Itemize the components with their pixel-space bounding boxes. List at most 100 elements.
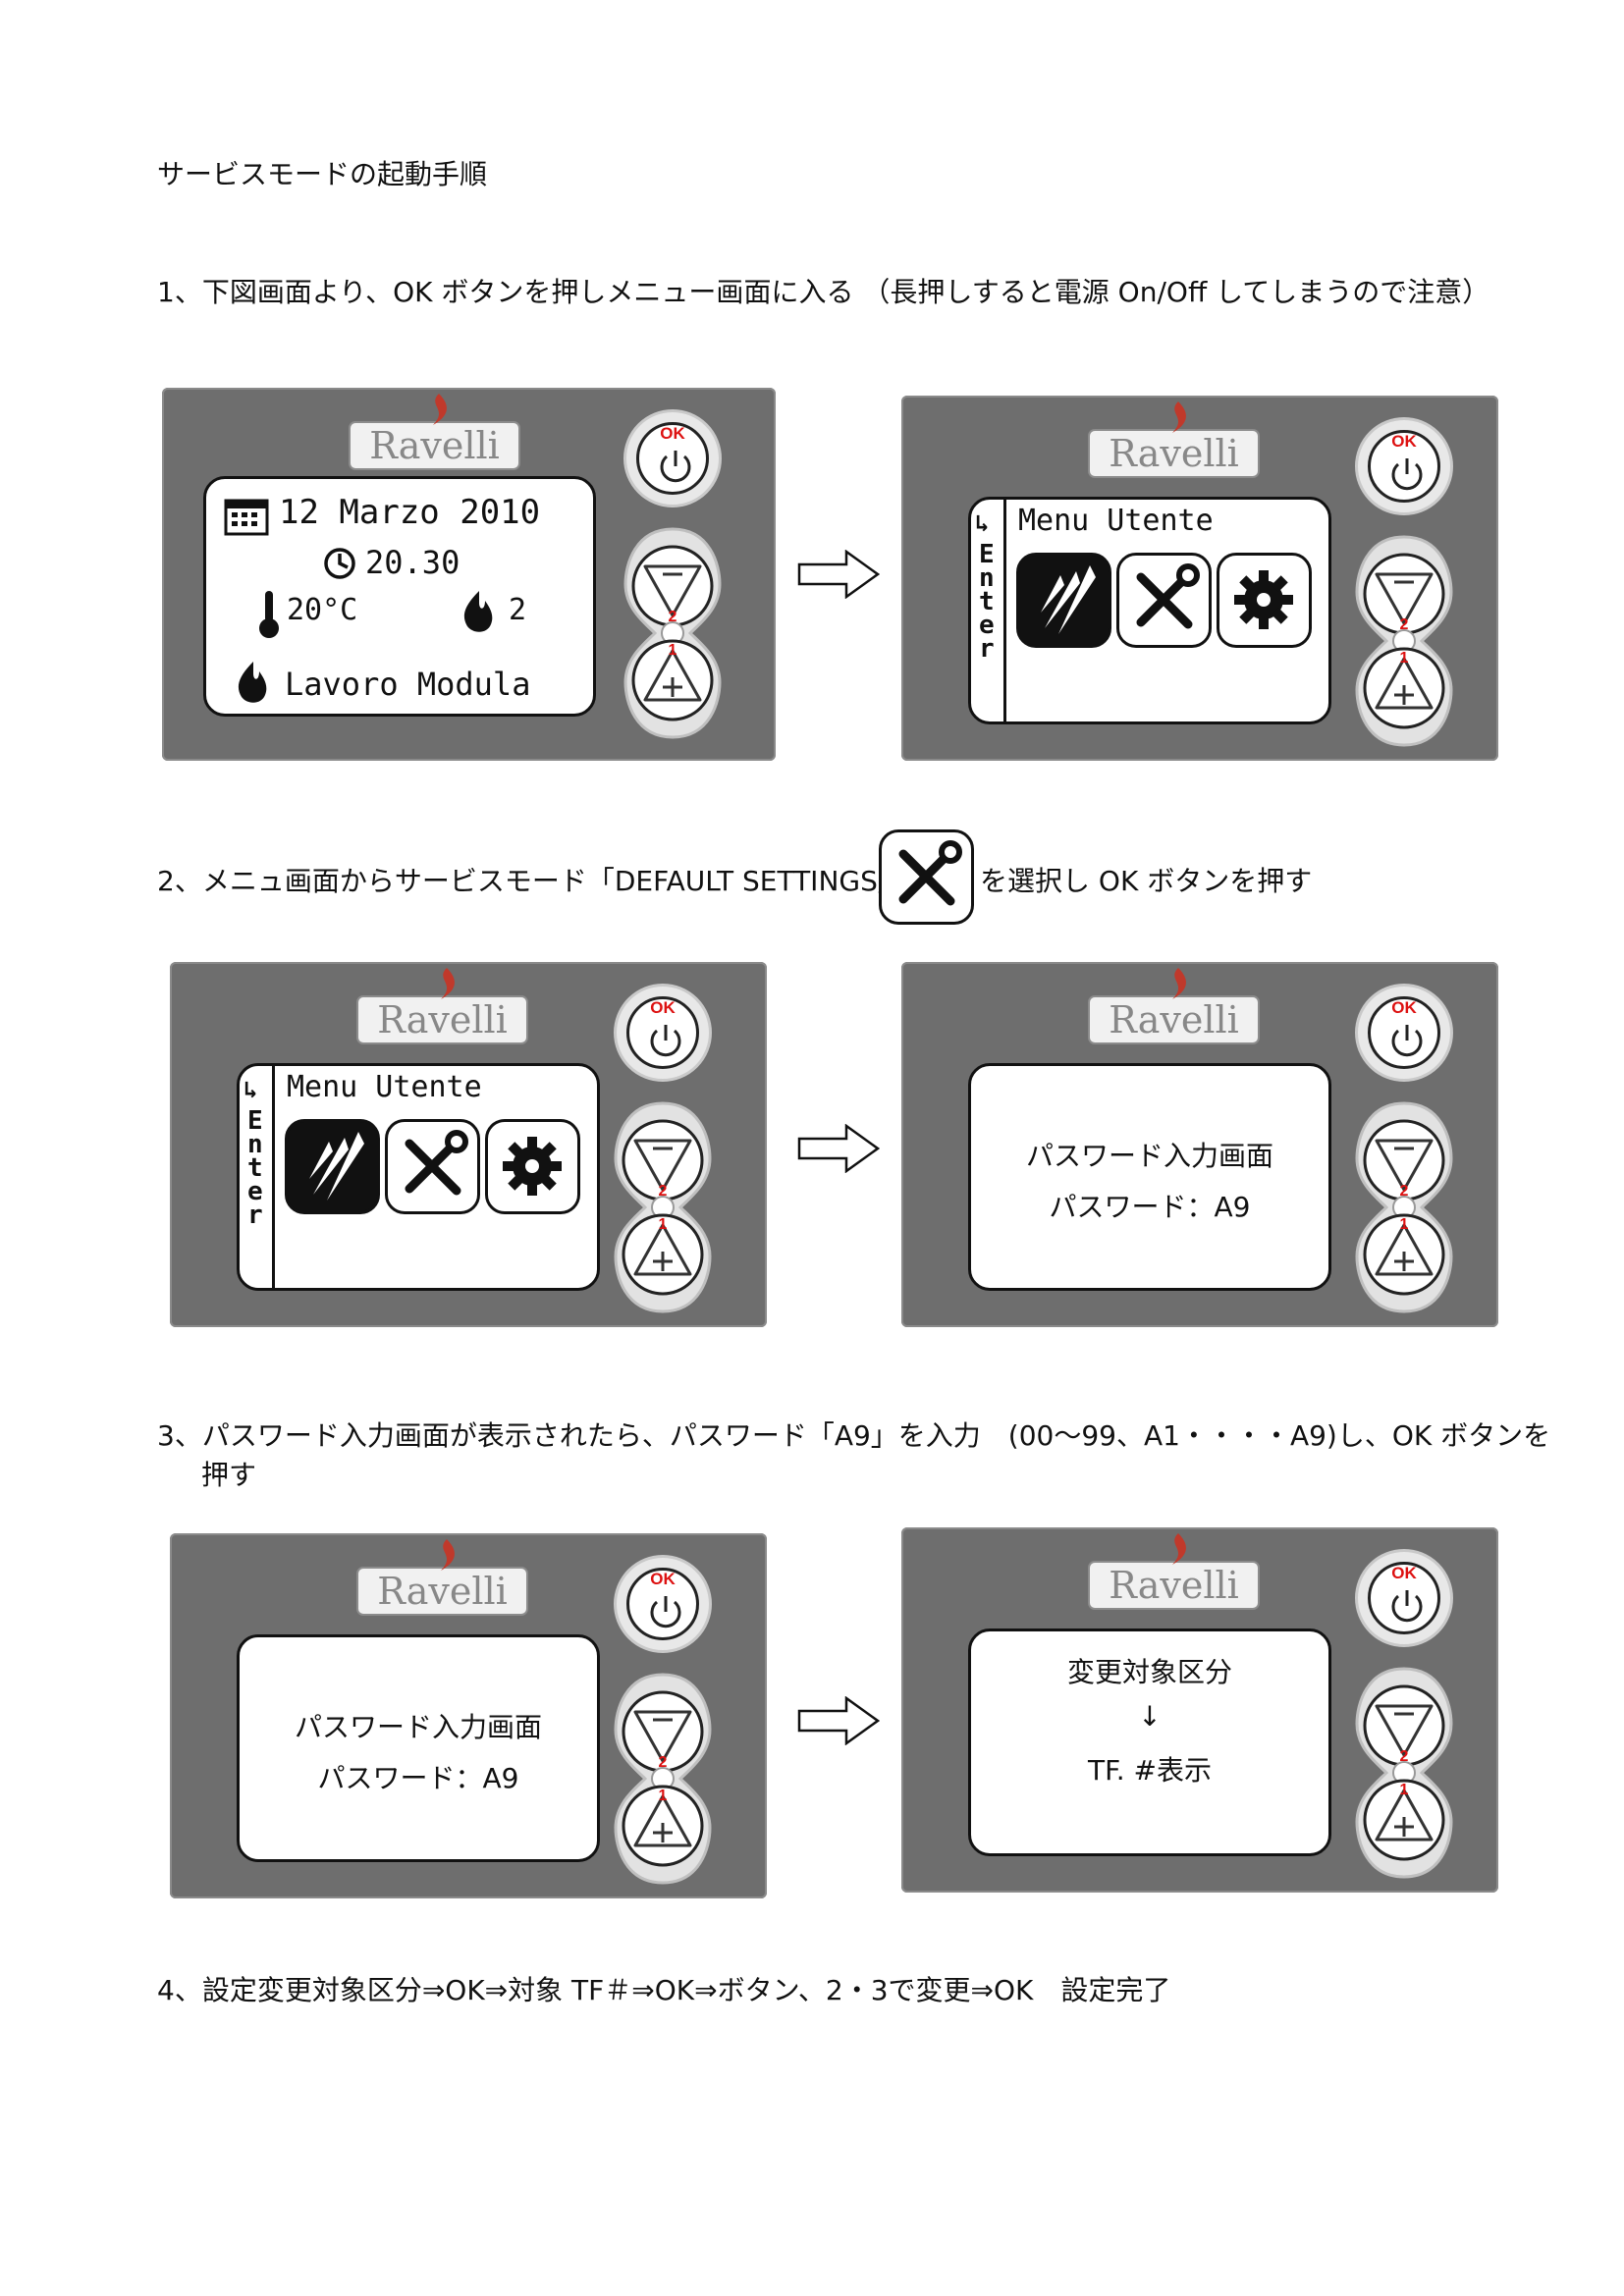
brand-logo: Ravelli — [1088, 1533, 1260, 1610]
ok-power-button[interactable]: OK — [1355, 1549, 1453, 1647]
tf-display: TF. #表示 — [1088, 1754, 1212, 1787]
brand-name: Ravelli — [1109, 1564, 1239, 1607]
step-4-text: 4、設定変更対象区分⇒OK⇒対象 TF＃⇒OK⇒ボタン、2・3で変更⇒OK 設定… — [157, 1974, 1171, 2006]
device-panel-home: Ravelli 12 Marzo 2010 20.30 20°C 2 Lavor… — [162, 388, 776, 761]
display-screen: ↳ Enter Menu Utente — [237, 1063, 600, 1291]
flame-icon — [463, 591, 493, 632]
flame-stripes-icon — [1041, 565, 1096, 634]
device-panel-password: Ravelli パスワード入力画面 パスワード：A9 OK 2 1 — [170, 1533, 767, 1898]
home-status: Lavoro Modula — [285, 666, 531, 703]
ok-label: OK — [1391, 432, 1417, 451]
doc-title: サービスモードの起動手順 — [157, 158, 488, 190]
brand-name: Ravelli — [1109, 432, 1239, 475]
clock-icon — [324, 548, 355, 579]
menu-title: Menu Utente — [287, 1070, 482, 1104]
device-panel-category: Ravelli 変更対象区分 ↓ TF. #表示 OK 2 1 — [901, 1527, 1498, 1893]
brand-logo: Ravelli — [1088, 401, 1260, 478]
device-panel-menu: Ravelli ↳ Enter Menu Utente — [901, 396, 1498, 761]
ok-label: OK — [1391, 998, 1417, 1017]
logo-flame-icon — [441, 968, 455, 999]
menu-item-settings[interactable] — [485, 1119, 580, 1214]
wrench-screwdriver-icon — [405, 1130, 468, 1196]
wrench-screwdriver-icon — [898, 840, 962, 906]
minus-plus-buttons[interactable]: 2 1 — [1353, 533, 1455, 749]
category-title: 変更対象区分 — [1066, 1656, 1232, 1688]
device-panel-menu: Ravelli ↳ Enter Menu Utente — [170, 962, 767, 1327]
menu-item-flame[interactable] — [1016, 553, 1111, 648]
power-icon — [660, 451, 691, 483]
home-time: 20.30 — [365, 544, 460, 581]
plus-number: 1 — [659, 1216, 668, 1233]
ok-power-button[interactable]: OK — [614, 1555, 712, 1653]
enter-arrow-icon: ↳ — [244, 1076, 258, 1103]
minus-number: 2 — [659, 1754, 668, 1771]
enter-arrow-icon: ↳ — [975, 509, 990, 537]
step-1-text: 1、下図画面より、OK ボタンを押しメニュー画面に入る （長押しすると電源 On… — [157, 276, 1490, 308]
logo-flame-icon — [1172, 968, 1186, 999]
minus-plus-buttons[interactable]: 2 1 — [622, 525, 724, 741]
step-3-text-line2: 押す — [201, 1459, 257, 1491]
minus-plus-buttons[interactable]: 2 1 — [612, 1099, 714, 1315]
brand-logo: Ravelli — [356, 968, 528, 1044]
right-arrow-icon — [797, 1696, 880, 1745]
ok-label: OK — [1391, 1564, 1417, 1582]
menu-title: Menu Utente — [1018, 504, 1214, 538]
gear-icon — [1234, 570, 1293, 629]
password-value: パスワード：A9 — [1049, 1191, 1251, 1223]
step-2-text-post: を選択し OK ボタンを押す — [980, 865, 1313, 897]
brand-logo: Ravelli — [356, 1539, 528, 1616]
device-panel-password: Ravelli パスワード入力画面 パスワード：A9 OK 2 1 — [901, 962, 1498, 1327]
gear-icon — [503, 1137, 562, 1196]
display-screen: パスワード入力画面 パスワード：A9 — [237, 1634, 600, 1862]
home-date: 12 Marzo 2010 — [279, 493, 541, 532]
enter-label: Enter — [979, 540, 995, 664]
ok-power-button[interactable]: OK — [614, 984, 712, 1082]
ok-power-button[interactable]: OK — [1355, 984, 1453, 1082]
plus-number: 1 — [659, 1788, 668, 1804]
minus-number: 2 — [1400, 616, 1409, 633]
password-screen-title: パスワード入力画面 — [1025, 1140, 1273, 1172]
ok-power-button[interactable]: OK — [1355, 417, 1453, 515]
ok-label: OK — [650, 998, 676, 1017]
brand-name: Ravelli — [369, 424, 500, 467]
brand-name: Ravelli — [377, 998, 508, 1041]
minus-plus-buttons[interactable]: 2 1 — [1353, 1665, 1455, 1881]
enter-column: ↳ Enter — [971, 500, 1006, 721]
power-icon — [1391, 1025, 1423, 1057]
logo-flame-icon — [441, 1539, 455, 1571]
menu-item-flame[interactable] — [285, 1119, 380, 1214]
minus-plus-buttons[interactable]: 2 1 — [1353, 1099, 1455, 1315]
minus-number: 2 — [659, 1183, 668, 1200]
minus-plus-buttons[interactable]: 2 1 — [612, 1671, 714, 1887]
wrench-screwdriver-icon — [1136, 563, 1200, 629]
plus-number: 1 — [1400, 1782, 1409, 1798]
minus-number: 2 — [1400, 1183, 1409, 1200]
power-icon — [650, 1025, 681, 1057]
menu-item-tools[interactable] — [1116, 553, 1212, 648]
home-temperature: 20°C — [287, 593, 358, 627]
display-screen: パスワード入力画面 パスワード：A9 — [968, 1063, 1331, 1291]
plus-number: 1 — [669, 642, 677, 659]
ok-power-button[interactable]: OK — [623, 409, 722, 507]
minus-number: 2 — [1400, 1748, 1409, 1765]
power-icon — [650, 1596, 681, 1629]
thermometer-icon — [259, 591, 279, 638]
menu-item-tools[interactable] — [385, 1119, 480, 1214]
step-2-text-pre: 2、メニュ画面からサービスモード「DEFAULT SETTINGS」 — [157, 865, 905, 897]
password-screen-title: パスワード入力画面 — [294, 1711, 542, 1743]
plus-number: 1 — [1400, 650, 1409, 667]
flame-stripes-icon — [309, 1132, 364, 1201]
right-arrow-icon — [797, 1124, 880, 1173]
menu-item-settings[interactable] — [1217, 553, 1312, 648]
logo-flame-icon — [1172, 1533, 1186, 1565]
brand-logo: Ravelli — [349, 394, 520, 470]
home-power-level: 2 — [509, 593, 527, 627]
power-icon — [1391, 458, 1423, 491]
brand-name: Ravelli — [1109, 998, 1239, 1041]
minus-number: 2 — [669, 609, 677, 625]
ok-label: OK — [660, 424, 685, 443]
password-value: パスワード：A9 — [317, 1762, 519, 1794]
logo-flame-icon — [1172, 401, 1186, 433]
brand-name: Ravelli — [377, 1570, 508, 1613]
status-flame-icon — [238, 662, 267, 703]
